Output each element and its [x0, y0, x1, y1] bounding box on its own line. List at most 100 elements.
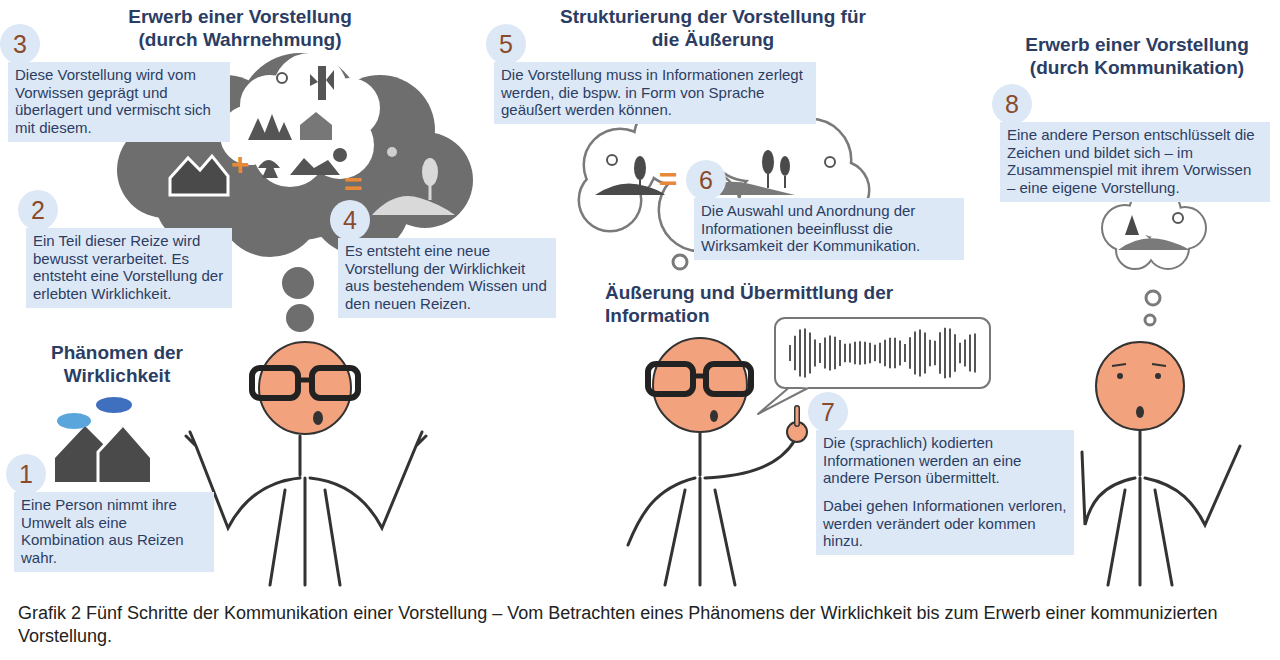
wave-bar	[944, 328, 946, 379]
memory-icons-part	[310, 66, 334, 100]
wave-bar	[909, 337, 911, 369]
memory-icons-part	[248, 114, 292, 140]
wave-bar	[914, 332, 916, 375]
wave-bar	[934, 341, 936, 366]
step-box: 1Eine Person nimmt ihre Umwelt als eine …	[14, 492, 214, 572]
structure-icons-part	[639, 180, 641, 190]
step-text: Eine Person nimmt ihre Umwelt als eine K…	[21, 496, 207, 567]
thought-bubbles-part	[282, 267, 314, 299]
mountain-icon-part	[170, 156, 228, 195]
wave-bar	[804, 328, 806, 377]
callout-number: 5	[486, 24, 526, 64]
observer-person-part	[186, 432, 426, 585]
sound-wave	[790, 328, 975, 379]
speech-bubble-part	[775, 318, 990, 388]
new-landscape-icon-part	[387, 147, 397, 157]
callout-number: 3	[0, 24, 40, 64]
memory-cloud-part	[222, 55, 378, 185]
section-heading: Äußerung und Übermittlung der Informatio…	[605, 282, 945, 328]
figure-caption: Grafik 2 Fünf Schritte der Kommunikation…	[18, 602, 1258, 647]
wave-bar	[844, 344, 846, 363]
callout-number: 6	[686, 160, 726, 200]
wave-bar	[824, 338, 826, 369]
wave-bar	[874, 345, 876, 362]
phenomenon-icon-part	[96, 397, 132, 413]
wave-bar	[819, 343, 821, 363]
receiver-cloud-part	[1125, 215, 1139, 235]
speaker-person-part	[710, 410, 718, 422]
wave-bar	[789, 345, 791, 361]
observer-person-part	[312, 368, 358, 398]
section-heading: Strukturierung der Vorstellung für die Ä…	[548, 6, 878, 52]
receiver-person	[1082, 342, 1240, 585]
wave-bar	[809, 332, 811, 373]
section-heading: Erwerb einer Vorstellung (durch Wahrnehm…	[110, 6, 370, 52]
phenomenon-icon-part	[98, 426, 122, 482]
speaker-person-part	[628, 433, 795, 585]
memory-icons-part	[277, 73, 287, 83]
memory-cloud-part	[222, 55, 378, 185]
new-landscape-icon-part	[372, 196, 455, 215]
step-text: Dabei gehen Informationen verloren, werd…	[823, 497, 1067, 550]
thought-bubbles-part	[255, 235, 275, 255]
wave-bar	[859, 341, 861, 364]
new-landscape-icon-part	[422, 158, 438, 186]
speaker-person-part	[796, 408, 799, 424]
structure-icons-part	[607, 155, 617, 165]
step-text: Es entsteht eine neue Vorstellung der Wi…	[345, 242, 549, 313]
thought-bubbles-part	[673, 255, 687, 269]
speaker-person-part	[706, 364, 751, 394]
structure-icons-part	[780, 156, 790, 176]
wave-bar	[924, 332, 926, 373]
step-text: Die (sprachlich) kodierten Informationen…	[823, 434, 1067, 487]
phenomenon-icon-part	[57, 413, 91, 429]
structure-icons-part	[825, 157, 835, 167]
callout-number: 1	[6, 454, 46, 494]
wave-bar	[899, 340, 901, 365]
wave-bar	[829, 335, 831, 370]
structure-icons-part	[762, 150, 774, 174]
wave-bar	[919, 330, 921, 377]
wave-bar	[939, 332, 941, 374]
wave-bar	[964, 339, 966, 366]
wave-bar	[879, 343, 881, 364]
speech-bubble-part	[758, 385, 808, 414]
memory-icons-part	[290, 158, 340, 175]
speaker-person-part	[653, 338, 747, 432]
wave-bar	[854, 342, 856, 364]
thought-bubbles-part	[286, 304, 314, 332]
wave-bar	[974, 334, 976, 373]
wave-bar	[799, 330, 801, 377]
section-heading: Erwerb einer Vorstellung (durch Kommunik…	[1002, 34, 1272, 80]
memory-icons-part	[333, 148, 347, 162]
memory-icons	[248, 66, 347, 178]
step-box: 3Diese Vorstellung wird vom Vorwissen ge…	[8, 62, 230, 142]
receiver-person-part	[1136, 406, 1144, 418]
section-heading: Phänomen der Wirklichkeit	[37, 342, 197, 388]
thought-bubbles	[255, 235, 314, 332]
wave-bar	[794, 336, 796, 371]
wave-bar	[839, 340, 841, 366]
structure-icons-part	[595, 183, 665, 195]
phenomenon-icon	[55, 397, 150, 482]
thought-bubbles	[673, 255, 687, 269]
operator-sign: =	[340, 168, 366, 200]
step-text: Diese Vorstellung wird vom Vorwissen gep…	[15, 66, 223, 137]
receiver-person-part	[1117, 373, 1123, 379]
step-text: Eine andere Person entschlüsselt die Zei…	[1007, 126, 1263, 197]
step-text: Die Auswahl und Anordnung der Informatio…	[701, 202, 957, 255]
step-box: 7Die (sprachlich) kodierten Informatione…	[816, 430, 1074, 555]
new-landscape-icon	[372, 147, 455, 215]
callout-number: 4	[330, 200, 370, 240]
receiver-person-part	[1096, 342, 1184, 430]
speaker-person-part	[693, 374, 706, 379]
callout-number: 7	[808, 392, 848, 432]
thought-bubbles-part	[1145, 315, 1155, 325]
operator-sign: =	[655, 163, 681, 195]
wave-bar	[869, 343, 871, 363]
receiver-person-part	[1155, 373, 1161, 379]
operator-sign: +	[227, 148, 253, 180]
structure-icons-part	[768, 174, 785, 188]
structure-icons-part	[634, 156, 646, 180]
